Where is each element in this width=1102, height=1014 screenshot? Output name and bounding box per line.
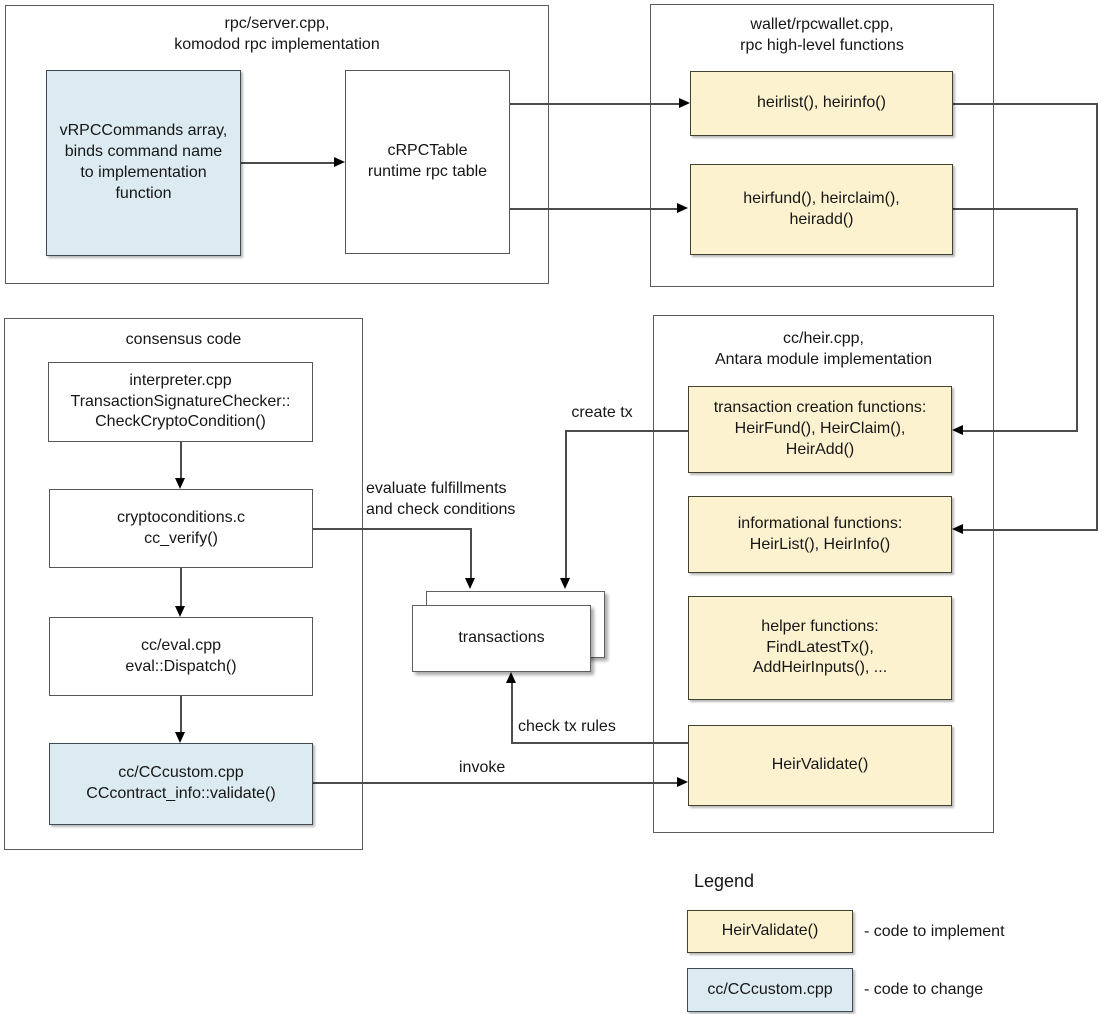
node-heirlist-rpc: heirlist(), heirinfo() [690,71,953,136]
node-transactions: transactions [412,605,591,672]
edge-txcreation-transactions-segment1 [565,430,688,432]
edge-cryptoconditions-transactions-segment1 [313,528,472,530]
edge-label-evaluate: evaluate fulfillments and check conditio… [366,480,516,518]
container-cc-heir: cc/heir.cpp, Antara module implementatio… [653,315,994,833]
edge-heirlist-informational-segment2 [1096,103,1098,531]
edge-cceval-cccustom-arrowhead [175,732,185,743]
edge-vrpc-crpctable-line [241,162,334,164]
edge-txcreation-transactions-arrowhead [560,578,570,589]
edge-cryptoconditions-cceval-arrowhead [175,606,185,617]
node-cceval: cc/eval.cpp eval::Dispatch() [49,617,313,696]
edge-label-create-tx: create tx [571,404,633,421]
edge-cceval-cccustom-line [180,695,182,733]
container-rpc-server: rpc/server.cpp, komodod rpc implementati… [5,5,549,284]
node-tx-creation: transaction creation functions: HeirFund… [688,386,952,473]
node-vrpccommands: vRPCCommands array, binds command name t… [46,70,241,256]
edge-crpctable-heirfund-arrowhead [677,203,688,213]
edge-vrpc-crpctable-arrowhead [334,157,345,167]
edge-cryptoconditions-cceval-line [180,567,182,607]
container-consensus: consensus code [4,318,363,850]
edge-heirvalidate-transactions-arrowhead [506,672,516,683]
edge-interpreter-cryptoconditions-line [180,441,182,479]
legend-desc-change: - code to change [864,981,984,998]
container-wallet: wallet/rpcwallet.cpp, rpc high-level fun… [650,4,994,287]
container-title-rpc-server: rpc/server.cpp, komodod rpc implementati… [174,15,380,53]
edge-cryptoconditions-transactions-arrowhead [465,578,475,589]
edge-heirlist-informational-segment3 [963,529,1098,531]
edge-crpctable-heirlist-line [510,103,679,105]
edge-interpreter-cryptoconditions-arrowhead [175,478,185,489]
node-heirvalidate: HeirValidate() [688,725,952,806]
edge-heirfund-txcreation-segment3 [963,430,1078,432]
edge-cccustom-heirvalidate-line [313,782,678,784]
edge-crpctable-heirfund-line [510,208,677,210]
legend-desc-implement: - code to implement [864,922,1005,940]
node-informational: informational functions: HeirList(), Hei… [688,496,952,573]
legend-sample-implement: HeirValidate() [687,910,853,953]
legend-sample-change: cc/CCcustom.cpp [687,968,853,1012]
container-title-consensus: consensus code [125,331,242,348]
edge-heirfund-txcreation-segment2 [1076,208,1078,432]
edge-txcreation-transactions-segment2 [565,430,567,580]
edge-heirlist-informational-arrowhead [952,524,963,534]
node-cryptoconditions: cryptoconditions.c cc_verify() [49,489,313,568]
edge-heirvalidate-transactions-segment1 [512,742,688,744]
edge-heirlist-informational-segment1 [953,103,1098,105]
node-heirfund-rpc: heirfund(), heirclaim(), heiradd() [690,164,953,255]
node-crpctable: cRPCTable runtime rpc table [345,70,510,254]
container-title-wallet: wallet/rpcwallet.cpp, rpc high-level fun… [740,16,904,54]
node-interpreter: interpreter.cpp TransactionSignatureChec… [48,362,313,442]
edge-crpctable-heirlist-arrowhead [679,98,690,108]
legend-title: Legend [694,871,755,891]
edge-label-check-tx-rules: check tx rules [518,718,616,735]
edge-heirfund-txcreation-arrowhead [952,425,963,435]
edge-heirvalidate-transactions-segment2 [511,683,513,744]
container-title-cc-heir: cc/heir.cpp, Antara module implementatio… [714,330,932,368]
edge-cccustom-heirvalidate-arrowhead [677,777,688,787]
edge-heirfund-txcreation-segment1 [953,208,1078,210]
node-helper: helper functions: FindLatestTx(), AddHei… [688,596,952,700]
edge-label-invoke: invoke [459,759,506,776]
edge-cryptoconditions-transactions-segment2 [470,528,472,580]
node-cccustom: cc/CCcustom.cpp CCcontract_info::validat… [49,743,313,825]
